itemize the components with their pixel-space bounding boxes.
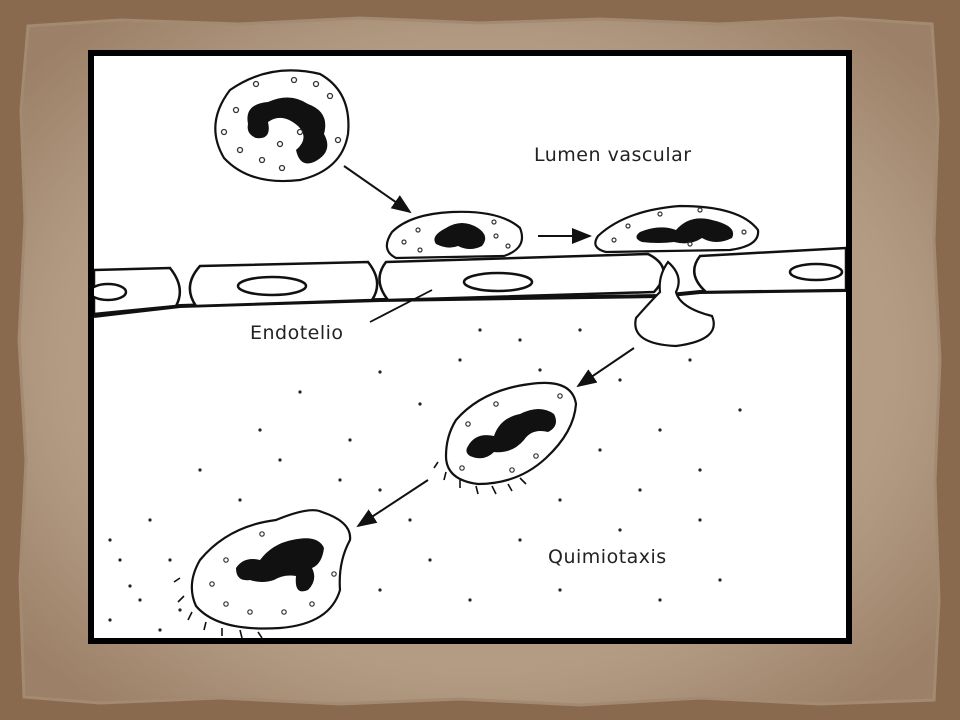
circulating-leukocyte: [214, 69, 350, 183]
arrow: [356, 479, 429, 528]
endothelial-cell: [693, 246, 846, 294]
chemotactic-leukocyte: [173, 509, 352, 638]
quimiotaxis-label: Quimiotaxis: [548, 546, 667, 568]
lobed-nucleus: [434, 223, 486, 249]
endothelial-nucleus: [94, 282, 128, 302]
diagram-drawing: [94, 69, 846, 638]
pseudopod-fringe: [433, 461, 527, 495]
lobed-nucleus: [247, 97, 328, 164]
lobed-nucleus: [236, 538, 324, 592]
spreading-leukocyte: [594, 204, 760, 254]
arrow: [576, 347, 635, 388]
adhering-leukocyte: [385, 210, 524, 260]
endothelial-cell: [94, 266, 182, 316]
endotelio-label: Endotelio: [250, 322, 344, 344]
pseudopod-fringe: [173, 577, 263, 638]
migrating-leukocyte: [433, 381, 578, 495]
endothelial-nucleus: [788, 262, 844, 282]
endothelium-layer: [94, 246, 846, 318]
endothelial-nucleus: [462, 271, 534, 293]
leukocyte-migration-diagram: Lumen vascular Endotelio Quimiotaxis: [94, 56, 846, 638]
migration-arrows: [343, 165, 635, 528]
arrow: [343, 165, 412, 214]
endotelio-pointer: [369, 289, 433, 323]
chemoattractant-dots: [108, 328, 742, 632]
endothelial-nucleus: [236, 275, 308, 297]
lobed-nucleus: [636, 218, 734, 244]
lumen-vascular-label: Lumen vascular: [534, 144, 692, 166]
diapedesis-leukocyte: [634, 260, 715, 348]
lobed-nucleus: [466, 409, 556, 459]
